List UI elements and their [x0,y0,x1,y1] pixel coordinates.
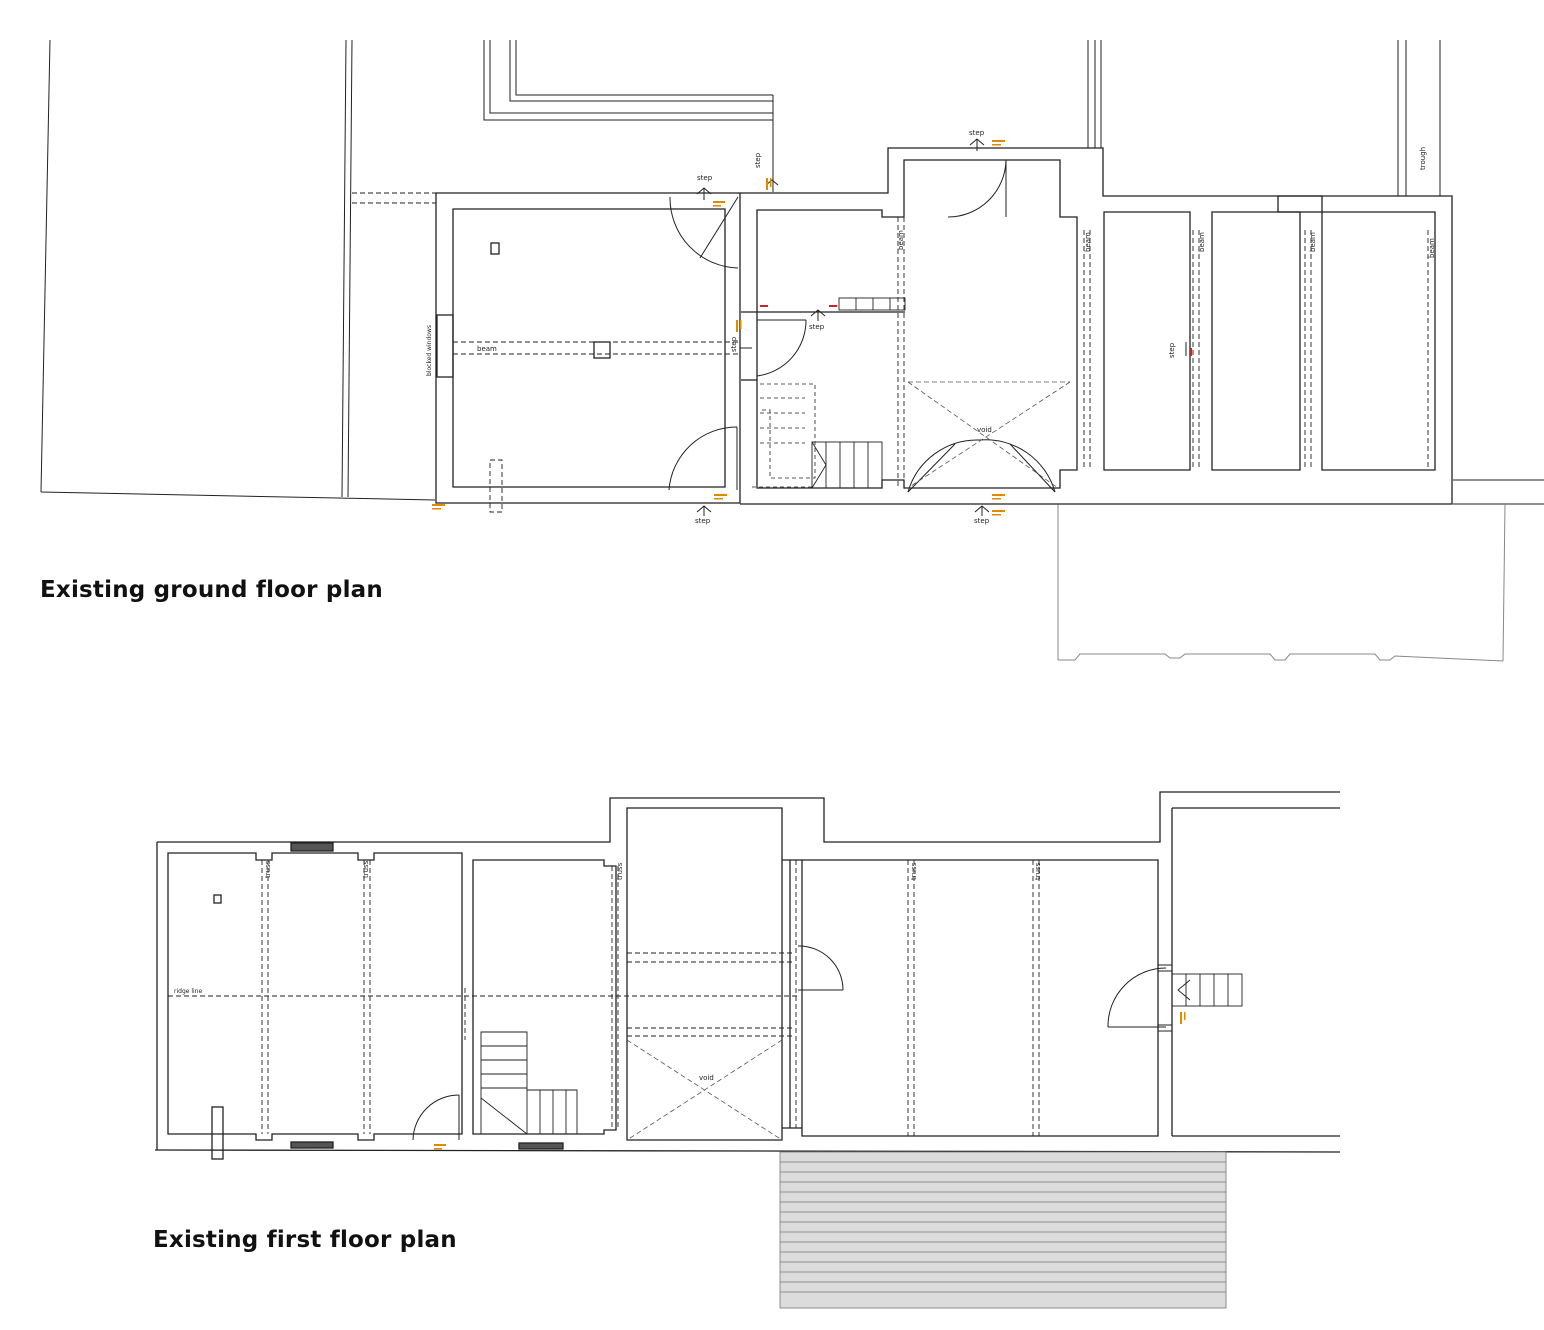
first-label-ridge-line: ridge line [174,988,202,995]
ground-label-step: step [969,129,985,137]
ground-label-step: step [1168,342,1176,358]
ground-inner-wall-bay3 [1321,211,1436,471]
first-stairs [480,973,1243,1135]
ground-label-beam: beam [1309,232,1317,252]
ground-stairs [811,297,906,489]
ground-inner-wall-west-room [452,208,726,488]
ground-label-beam: beam [477,345,497,353]
first-window-top [290,842,334,852]
first-room-middle [472,859,617,1135]
ground-label-blocked-windows: blocked windows [426,325,433,376]
first-label-truss: truss [362,860,370,878]
first-room-east [801,859,1159,1137]
ground-label-step: step [730,336,738,352]
ground-level-markers [432,140,1005,516]
ground-label-beam: beam [897,230,905,250]
ground-label-step: step [809,323,825,331]
first-label-truss: truss [1034,862,1042,880]
ground-outer-wall-east [740,147,1453,505]
first-label-truss: truss [910,862,918,880]
first-outer-wall [157,791,1340,843]
ground-site-boundary [40,39,1544,505]
first-window-bottom [290,1141,334,1149]
ground-red-markers [760,305,1192,356]
first-column-square [213,894,222,904]
first-post-bottom [211,1106,224,1160]
ground-lower-yard [1057,503,1506,662]
ground-inner-wall-bay2 [1211,211,1301,471]
first-room-west [167,852,463,1141]
first-doors [412,945,1173,1141]
first-floor-plan [154,791,1341,1309]
ground-label-beam: beam [1428,238,1436,258]
ground-dashed-boundary [352,192,436,204]
ground-inner-wall-bay1 [1103,211,1191,471]
first-floor-labels: truss truss truss truss truss ridge line… [174,860,1042,1082]
ground-void-cross [907,381,1071,489]
first-label-void: void [699,1074,714,1082]
ground-label-step: step [695,517,711,525]
first-floor-title: Existing first floor plan [153,1227,457,1253]
ground-label-step: step [754,152,762,168]
ground-column-beam [593,341,611,359]
ground-floor-labels: step step step step step step step step … [426,129,1436,525]
first-deck [779,1151,1227,1309]
ground-blocked-windows [436,314,454,378]
first-deck-rail [518,1142,564,1150]
ground-stairs-above-dashed [752,383,816,488]
ground-label-beam: beam [1084,232,1092,252]
first-void-cross [626,1039,783,1141]
ground-label-step: step [697,174,713,182]
ground-label-beam: beam [1198,232,1206,252]
ground-outer-wall [435,192,741,504]
ground-step-markers [696,138,1187,516]
first-label-truss: truss [616,862,624,880]
ground-beams [453,217,1429,513]
ground-label-trough: trough [1419,147,1427,170]
ground-doors [668,159,1056,493]
ground-inner-wall-hall [756,159,1078,489]
ground-floor-title: Existing ground floor plan [40,577,383,603]
ground-label-void: void [977,426,992,434]
ground-floor-plan [40,39,1544,662]
ground-column-square [490,242,500,255]
ground-pier-top [1277,195,1323,213]
first-trusses [168,860,1040,1136]
ground-label-step: step [974,517,990,525]
first-level-markers [434,1012,1186,1150]
first-label-truss: truss [264,860,272,878]
